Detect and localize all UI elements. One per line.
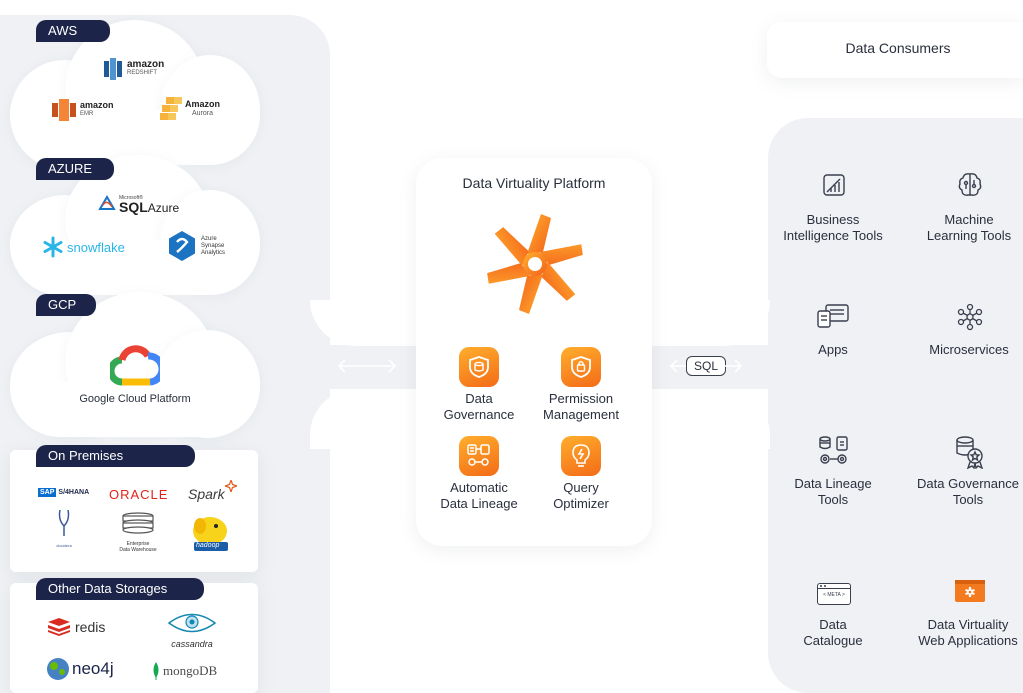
data-lineage-tools-icon xyxy=(819,436,848,464)
sql-server-icon xyxy=(98,194,116,210)
cloudera-icon xyxy=(58,509,70,536)
spark-logo: Spark xyxy=(188,480,237,502)
other-storages-label: Other Data Storages xyxy=(36,578,204,600)
consumers-notch-top xyxy=(650,300,770,346)
redshift-logo: amazon REDSHIFT xyxy=(103,58,164,80)
sql-arrow-right-icon xyxy=(725,359,743,373)
spark-star-icon xyxy=(224,480,237,492)
data-consumers-header xyxy=(767,22,1023,78)
consumer-ml-tools: Machine Learning Tools xyxy=(926,212,1012,243)
aws-label: AWS xyxy=(36,20,110,42)
azure-label: AZURE xyxy=(36,158,114,180)
panel-notch-bottom xyxy=(310,389,420,449)
google-cloud-icon xyxy=(110,345,160,386)
aws-cloud xyxy=(10,15,260,170)
bi-chart-icon xyxy=(823,174,845,196)
consumers-notch-bottom xyxy=(650,389,770,449)
google-cloud-label: Google Cloud Platform xyxy=(79,393,191,405)
sql-badge: SQL xyxy=(686,356,726,376)
query-optimizer-icon xyxy=(561,436,601,476)
data-catalogue-icon: < META > xyxy=(817,583,851,605)
apps-icon xyxy=(817,304,849,328)
on-premises-label: On Premises xyxy=(36,445,195,467)
database-stack-icon xyxy=(122,512,154,534)
data-consumers-title: Data Consumers xyxy=(845,40,951,56)
data-governance-icon xyxy=(459,347,499,387)
sap-logo: SAP S/4HANA xyxy=(38,488,90,497)
neo4j-icon xyxy=(47,658,69,680)
bidirectional-arrow-icon xyxy=(337,359,397,373)
consumer-dv-web-apps: Data Virtuality Web Applications xyxy=(918,617,1018,648)
snowflake-logo: snowflake xyxy=(42,236,125,258)
data-lineage-icon xyxy=(459,436,499,476)
mongodb-logo: mongoDB xyxy=(152,662,217,680)
cloudera-logo: cloudera xyxy=(52,509,76,548)
on-premises-card xyxy=(10,450,258,572)
cassandra-eye-icon xyxy=(167,613,217,633)
emr-logo: amazon EMR xyxy=(52,99,114,121)
synapse-logo: Azure Synapse Analytics xyxy=(167,230,225,262)
snowflake-icon xyxy=(43,236,63,258)
permission-lock-icon xyxy=(561,347,601,387)
brain-icon xyxy=(958,173,982,196)
aurora-icon xyxy=(160,97,182,120)
sql-azure-logo: Microsoft® SQLAzure xyxy=(98,194,179,214)
gcp-cloud xyxy=(10,292,260,442)
redshift-icon xyxy=(104,58,122,80)
consumer-data-lineage-tools: Data Lineage Tools xyxy=(794,476,872,507)
oracle-logo: ORACLE xyxy=(109,487,169,502)
consumer-data-catalogue: Data Catalogue xyxy=(803,617,863,648)
edw-logo: Enterprise Data Warehouse xyxy=(110,512,166,553)
consumer-data-governance-tools: Data Governance Tools xyxy=(917,476,1019,507)
platform-card xyxy=(416,158,652,546)
feature-automatic-data-lineage: Automatic Data Lineage xyxy=(440,480,518,511)
feature-query-optimizer: Query Optimizer xyxy=(553,480,609,511)
data-virtuality-logo-icon xyxy=(487,214,583,314)
microservices-icon xyxy=(957,303,983,331)
platform-title: Data Virtuality Platform xyxy=(462,175,606,191)
redis-logo: redis xyxy=(48,618,105,636)
redis-icon xyxy=(48,618,70,636)
feature-permission-management: Permission Management xyxy=(543,391,619,422)
emr-icon xyxy=(52,99,76,121)
gcp-label: GCP xyxy=(36,294,96,316)
synapse-icon xyxy=(169,231,195,261)
mongodb-leaf-icon xyxy=(153,662,159,680)
consumer-microservices: Microservices xyxy=(929,342,1009,357)
data-governance-tools-icon xyxy=(956,436,984,469)
neo4j-logo: neo4j xyxy=(46,657,114,681)
aurora-logo: Amazon Aurora xyxy=(160,97,220,121)
feature-data-governance: Data Governance xyxy=(443,391,515,422)
hadoop-logo: hadoop xyxy=(190,514,230,552)
hadoop-elephant-icon xyxy=(193,517,228,551)
cassandra-logo: cassandra xyxy=(164,612,220,649)
consumer-bi-tools: Business Intelligence Tools xyxy=(783,212,883,243)
sql-arrow-left-icon xyxy=(669,359,687,373)
web-app-icon xyxy=(955,580,985,602)
consumers-panel xyxy=(768,118,1023,693)
consumer-apps: Apps xyxy=(818,342,848,357)
